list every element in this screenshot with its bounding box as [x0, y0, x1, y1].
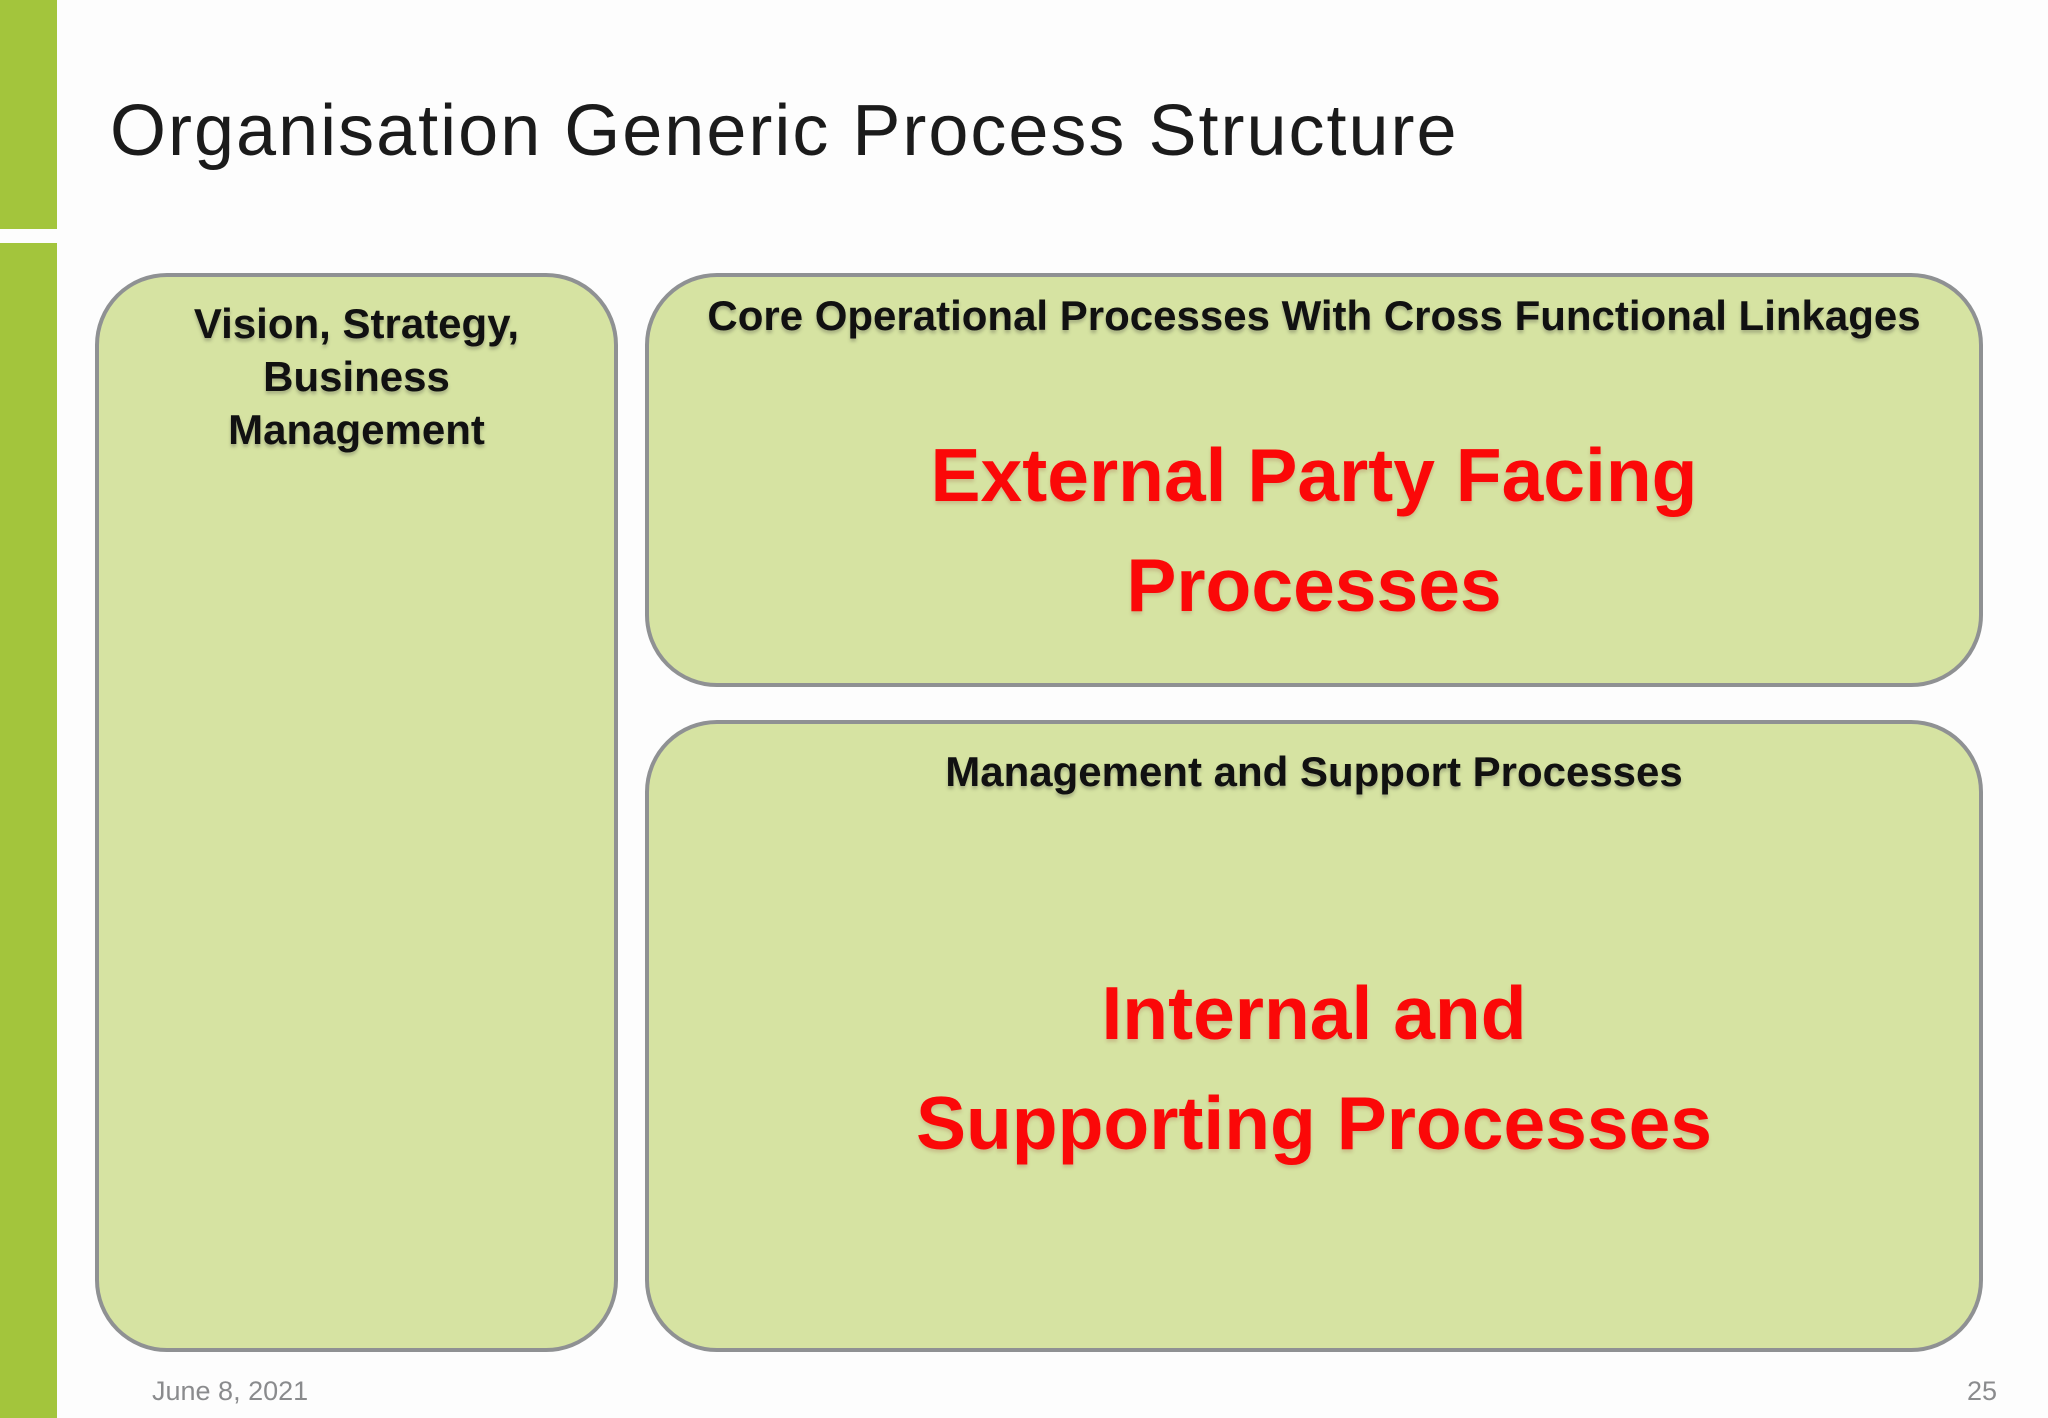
accent-bar-top-segment — [0, 0, 57, 229]
management-support-processes-box: Management and Support Processes Interna… — [645, 720, 1983, 1352]
footer-page-number: 25 — [1966, 1376, 1997, 1406]
footer-date: June 8, 2021 — [152, 1376, 309, 1406]
support-box-emphasis-text: Internal and Supporting Processes — [649, 958, 1979, 1178]
accent-bar-bottom-segment — [0, 243, 57, 1418]
vision-box-title-line-1: Vision, Strategy, — [193, 300, 520, 347]
support-box-heading: Management and Support Processes — [945, 748, 1683, 795]
core-box-emphasis-text: External Party Facing Processes — [649, 420, 1979, 640]
core-box-emphasis-line-2: Processes — [1126, 543, 1502, 627]
core-box-emphasis-line-1: External Party Facing — [930, 433, 1698, 517]
support-box-emphasis-line-1: Internal and — [1101, 971, 1527, 1055]
vision-box-title-line-2: Business — [263, 353, 450, 400]
core-operational-processes-box: Core Operational Processes With Cross Fu… — [645, 273, 1983, 687]
core-box-heading: Core Operational Processes With Cross Fu… — [707, 292, 1921, 339]
vision-box-title: Vision, Strategy, Business Management — [99, 277, 614, 456]
vision-strategy-box: Vision, Strategy, Business Management — [95, 273, 618, 1352]
support-box-emphasis-line-2: Supporting Processes — [915, 1081, 1713, 1165]
slide-title: Organisation Generic Process Structure — [110, 91, 1459, 171]
vision-box-title-line-3: Management — [228, 406, 485, 453]
